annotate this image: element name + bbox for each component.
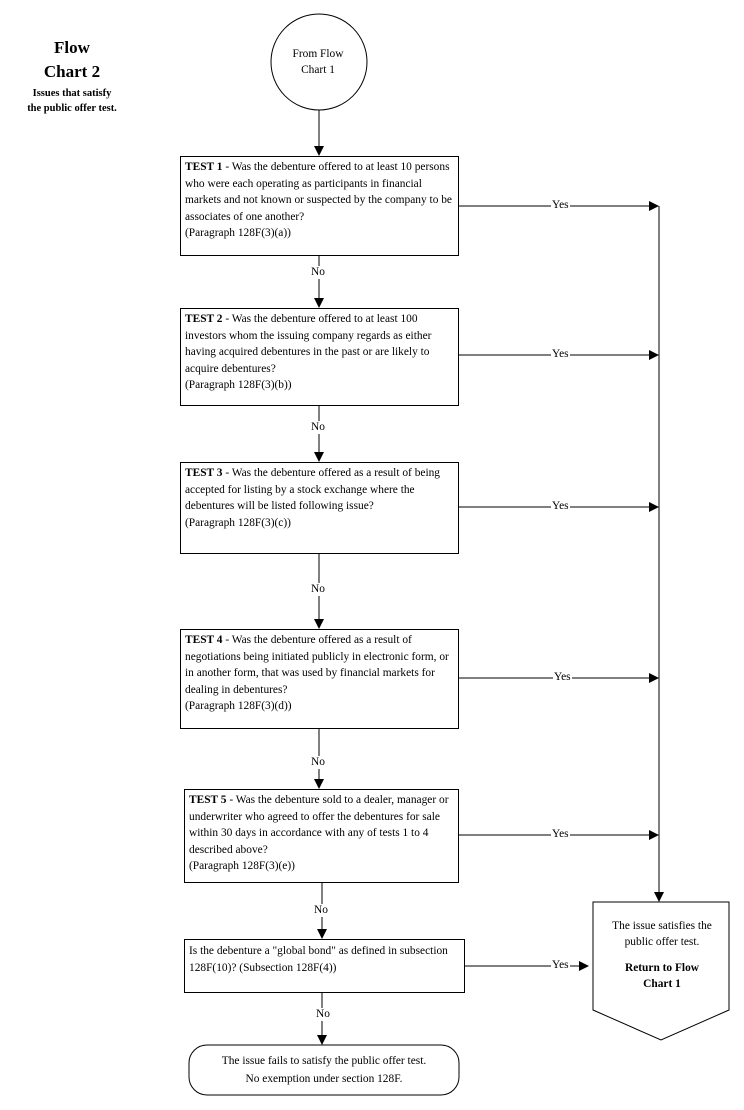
subtitle-line-1: Issues that satisfy — [32, 88, 112, 99]
no-label-test5: No — [313, 904, 329, 917]
return-line-2: Chart 1 — [643, 978, 681, 990]
yes-label-test3: Yes — [551, 500, 570, 513]
page-subtitle: Issues that satisfy the public offer tes… — [8, 86, 136, 116]
test-2-reference: (Paragraph 128F(3)(b)) — [185, 379, 292, 392]
yes-label-test2: Yes — [551, 348, 570, 361]
fail-node — [188, 1044, 460, 1096]
yes-label-test5: Yes — [551, 828, 570, 841]
subtitle-line-2: the public offer test. — [27, 103, 117, 114]
test-3-heading: TEST 3 — [185, 467, 223, 479]
test-3-box: TEST 3 - Was the debenture offered as a … — [180, 462, 459, 554]
fail-line-1: The issue fails to satisfy the public of… — [221, 1055, 427, 1067]
test-3-question: - Was the debenture offered as a result … — [185, 467, 441, 513]
result-line-2: public offer test. — [624, 936, 700, 948]
fail-node-label: The issue fails to satisfy the public of… — [190, 1052, 458, 1088]
start-line-2: Chart 1 — [301, 64, 335, 76]
yes-label-test1: Yes — [551, 199, 570, 212]
test-4-question: - Was the debenture offered as a result … — [185, 634, 449, 696]
fail-line-2: No exemption under section 128F. — [245, 1073, 403, 1085]
test-2-heading: TEST 2 — [185, 313, 223, 325]
return-line-1: Return to Flow — [624, 962, 700, 974]
test-4-reference: (Paragraph 128F(3)(d)) — [185, 700, 292, 713]
result-node-label: The issue satisfies the public offer tes… — [594, 918, 730, 992]
test-5-box: TEST 5 - Was the debenture sold to a dea… — [184, 789, 459, 883]
test-5-reference: (Paragraph 128F(3)(e)) — [189, 860, 295, 873]
test-2-box: TEST 2 - Was the debenture offered to at… — [180, 308, 459, 406]
start-node-label: From Flow Chart 1 — [276, 46, 360, 78]
test-4-box: TEST 4 - Was the debenture offered as a … — [180, 629, 459, 729]
no-label-test3: No — [310, 583, 326, 596]
title-line-2: Chart 2 — [43, 62, 101, 81]
test-1-box: TEST 1 - Was the debenture offered to at… — [180, 156, 459, 256]
result-node — [592, 901, 730, 1041]
test-1-heading: TEST 1 — [185, 161, 223, 173]
result-line-1: The issue satisfies the — [612, 920, 712, 932]
yes-label-global-bond: Yes — [551, 959, 570, 972]
global-bond-box: Is the debenture a "global bond" as defi… — [184, 939, 465, 993]
test-3-reference: (Paragraph 128F(3)(c)) — [185, 516, 291, 529]
yes-label-test4: Yes — [553, 671, 572, 684]
title-line-1: Flow — [54, 38, 90, 57]
test-1-question: - Was the debenture offered to at least … — [185, 161, 452, 223]
global-bond-question: Is the debenture a "global bond" as defi… — [189, 945, 448, 974]
start-line-1: From Flow — [292, 48, 344, 60]
no-label-global-bond: No — [315, 1008, 331, 1021]
test-2-question: - Was the debenture offered to at least … — [185, 313, 432, 375]
no-label-test1: No — [310, 266, 326, 279]
test-4-heading: TEST 4 — [185, 634, 223, 646]
test-5-heading: TEST 5 — [189, 794, 227, 806]
test-1-reference: (Paragraph 128F(3)(a)) — [185, 227, 291, 240]
return-to-flow-chart-1: Return to Flow Chart 1 — [594, 960, 730, 992]
test-5-question: - Was the debenture sold to a dealer, ma… — [189, 794, 449, 856]
no-label-test2: No — [310, 421, 326, 434]
no-label-test4: No — [310, 756, 326, 769]
page-title: Flow Chart 2 — [20, 36, 124, 84]
